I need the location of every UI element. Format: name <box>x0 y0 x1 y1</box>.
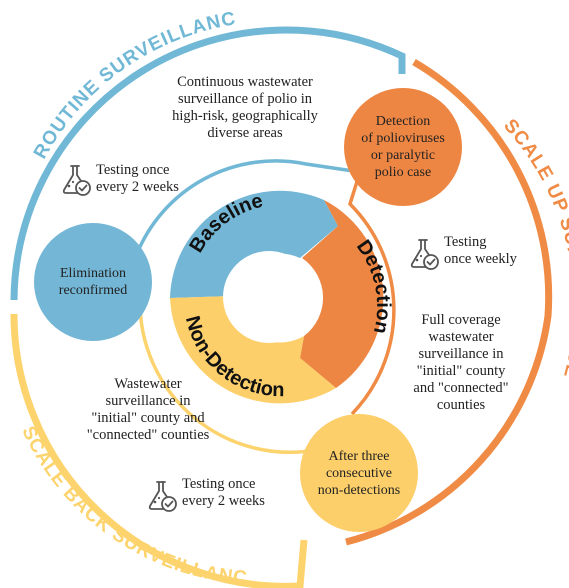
text-line: surveillance in <box>418 346 504 362</box>
text-line: consecutive <box>325 465 393 481</box>
text-line: Wastewater <box>114 376 182 392</box>
scale-up-surveillance-arc <box>345 58 553 546</box>
text-line: non-detections <box>317 482 401 498</box>
text-line: once weekly <box>444 251 517 267</box>
text-line: polio case <box>374 165 432 180</box>
text-line: "connected" counties <box>86 427 210 443</box>
text-line: every 2 weeks <box>182 493 265 509</box>
text-line: reconfirmed <box>58 283 128 298</box>
text-line: every 2 weeks <box>96 179 179 195</box>
text-line: or paralytic <box>370 148 436 163</box>
scale-back-surveillance-arc <box>10 313 308 588</box>
routine-surveillance-arc <box>10 26 406 301</box>
text-line: and "connected" <box>413 380 509 396</box>
text-line: After three <box>328 448 390 464</box>
flask-check-icon <box>58 162 94 198</box>
text-line: Testing <box>444 234 487 250</box>
text-line: "initial" county and <box>91 410 205 426</box>
text-line: Full coverage <box>421 312 501 328</box>
elimination-reconfirmed-node: Elimination reconfirmed <box>34 223 152 341</box>
ring-center <box>223 251 315 343</box>
routine-inner-connector <box>134 159 361 257</box>
text-line: Elimination <box>59 266 127 281</box>
text-line: surveillance in <box>105 393 191 409</box>
text-line: "initial" county <box>416 363 506 379</box>
text-line: Continuous wastewater <box>177 74 313 90</box>
text-line: Testing once <box>96 162 170 178</box>
text-line: diverse areas <box>207 125 283 141</box>
text-line: of polioviruses <box>361 131 445 146</box>
text-line: high-risk, geographically <box>172 108 318 124</box>
scaleup-inner-connector <box>348 171 396 416</box>
text-line: surveillance of polio in <box>177 91 313 107</box>
non-detection-segment <box>170 296 336 404</box>
text-line: wastewater <box>428 329 494 345</box>
scaleback-inner-connector <box>138 301 317 454</box>
baseline-segment <box>170 190 338 298</box>
flask-check-icon <box>406 236 442 272</box>
flask-check-icon <box>144 478 180 514</box>
text-line: Detection <box>375 114 431 129</box>
text-line: counties <box>436 397 486 413</box>
detection-segment <box>300 200 384 388</box>
detection-event-node: Detection of polioviruses or paralytic poli… <box>344 88 462 206</box>
text-line: Testing once <box>182 476 256 492</box>
